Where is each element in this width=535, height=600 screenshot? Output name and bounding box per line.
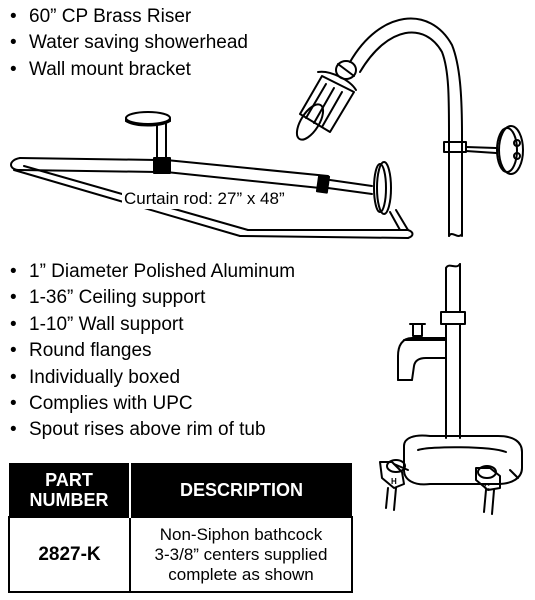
showerhead-icon bbox=[295, 60, 357, 141]
feature-item: Spout rises above rim of tub bbox=[8, 417, 295, 443]
wall-mount-bracket bbox=[443, 125, 524, 175]
bathcock-faucet bbox=[379, 434, 523, 515]
feature-item: 60” CP Brass Riser bbox=[8, 4, 248, 30]
feature-item: Wall mount bracket bbox=[8, 57, 248, 83]
feature-list-top: 60” CP Brass Riser Water saving showerhe… bbox=[8, 4, 248, 83]
curtain-rod bbox=[10, 111, 414, 239]
description-line: 3-3/8” centers supplied bbox=[154, 544, 328, 564]
feature-item: Water saving showerhead bbox=[8, 30, 248, 56]
hot-label: H bbox=[391, 477, 397, 486]
part-number-header: PART NUMBER bbox=[9, 463, 131, 517]
curtain-rod-label: Curtain rod: 27” x 48” bbox=[122, 189, 287, 209]
cold-label: C bbox=[484, 483, 490, 492]
feature-item: 1-10” Wall support bbox=[8, 312, 295, 338]
lower-riser-pipe bbox=[440, 263, 466, 439]
feature-item: Individually boxed bbox=[8, 365, 295, 391]
description-line: complete as shown bbox=[168, 564, 314, 584]
shower-riser-pipe bbox=[349, 17, 463, 237]
description-line: Non-Siphon bathcock bbox=[159, 524, 323, 544]
header-line: NUMBER bbox=[29, 489, 109, 510]
parts-table: PART NUMBER DESCRIPTION 2827-K Non-Sipho… bbox=[8, 463, 353, 593]
feature-item: 1” Diameter Polished Aluminum bbox=[8, 259, 295, 285]
feature-item: Complies with UPC bbox=[8, 391, 295, 417]
part-number-cell: 2827-K bbox=[8, 516, 131, 593]
feature-item: Round flanges bbox=[8, 338, 295, 364]
header-line: PART bbox=[45, 469, 93, 490]
description-cell: Non-Siphon bathcock 3-3/8” centers suppl… bbox=[129, 516, 353, 593]
table-row: 2827-K Non-Siphon bathcock 3-3/8” center… bbox=[8, 516, 353, 593]
tub-spout bbox=[397, 323, 447, 381]
feature-list-bottom: 1” Diameter Polished Aluminum 1-36” Ceil… bbox=[8, 259, 295, 444]
description-header: DESCRIPTION bbox=[130, 463, 352, 517]
feature-item: 1-36” Ceiling support bbox=[8, 285, 295, 311]
table-header-row: PART NUMBER DESCRIPTION bbox=[9, 463, 352, 517]
